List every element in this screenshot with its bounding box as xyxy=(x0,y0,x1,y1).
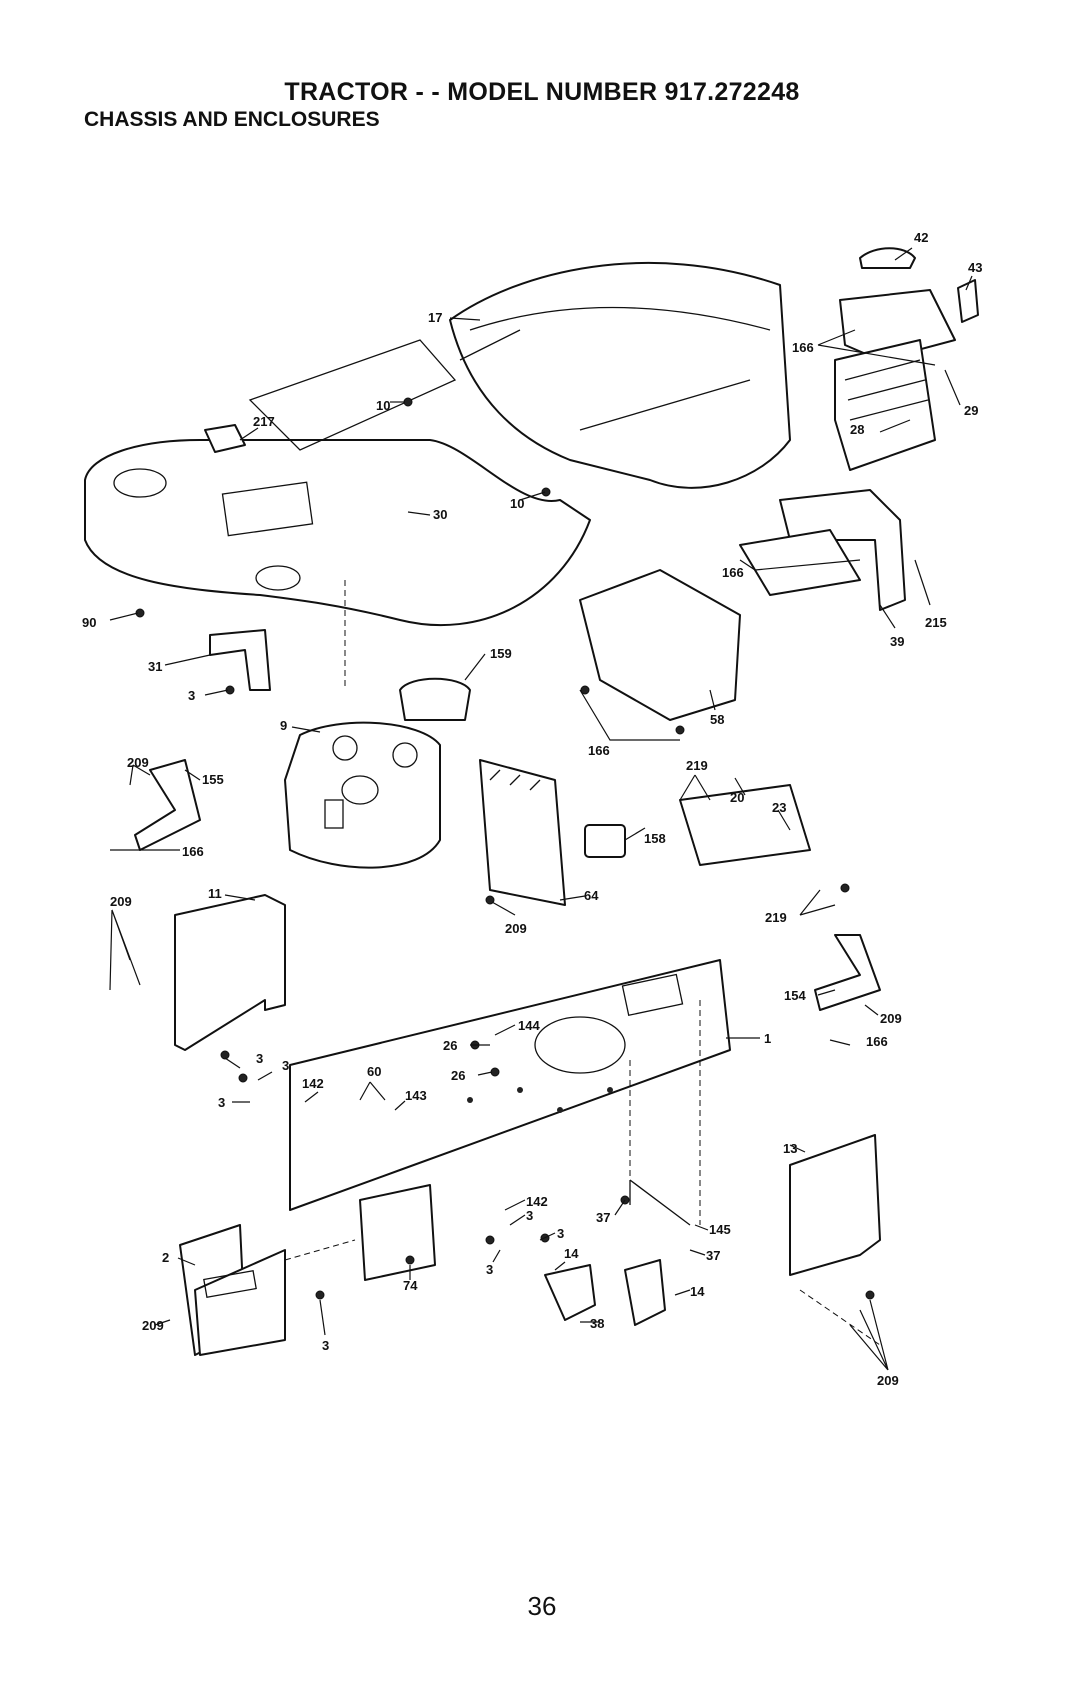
callout-3: 3 xyxy=(557,1226,564,1241)
bracket-158 xyxy=(585,825,625,857)
front-plate xyxy=(180,1225,285,1355)
callout-43: 43 xyxy=(968,260,982,275)
callout-209: 209 xyxy=(505,921,527,936)
callout-144: 144 xyxy=(518,1018,540,1033)
main-frame xyxy=(290,960,730,1210)
callout-158: 158 xyxy=(644,831,666,846)
callout-3: 3 xyxy=(486,1262,493,1277)
side-panel-11 xyxy=(175,895,285,1050)
callout-14: 14 xyxy=(690,1284,705,1299)
callout-38: 38 xyxy=(590,1316,604,1331)
callout-209: 209 xyxy=(142,1318,164,1333)
callout-3: 3 xyxy=(256,1051,263,1066)
callout-142: 142 xyxy=(526,1194,548,1209)
rod-145 xyxy=(630,1180,690,1225)
side-panel-13 xyxy=(790,1135,880,1275)
callout-37: 37 xyxy=(596,1210,610,1225)
callout-42: 42 xyxy=(914,230,928,245)
callout-215: 215 xyxy=(925,615,947,630)
callout-159: 159 xyxy=(490,646,512,661)
callout-60: 60 xyxy=(367,1064,381,1079)
rear-bracket xyxy=(740,490,905,610)
callout-64: 64 xyxy=(584,888,599,903)
callout-154: 154 xyxy=(784,988,806,1003)
bracket-38a xyxy=(545,1265,595,1320)
plate-20 xyxy=(680,785,810,865)
callout-3: 3 xyxy=(322,1338,329,1353)
bracket-154 xyxy=(815,935,880,1010)
callout-209: 209 xyxy=(110,894,132,909)
callout-217: 217 xyxy=(253,414,275,429)
callout-31: 31 xyxy=(148,659,162,674)
bracket-38b xyxy=(625,1260,665,1325)
shroud xyxy=(580,570,740,720)
steering-bracket xyxy=(480,760,565,905)
callout-17: 17 xyxy=(428,310,442,325)
hood xyxy=(450,263,790,488)
callout-166: 166 xyxy=(722,565,744,580)
callout-28: 28 xyxy=(850,422,864,437)
bracket-31 xyxy=(210,630,270,690)
callout-166: 166 xyxy=(182,844,204,859)
callout-29: 29 xyxy=(964,403,978,418)
plate-74 xyxy=(360,1185,435,1280)
page-number: 36 xyxy=(0,1591,1084,1622)
callout-10: 10 xyxy=(510,496,524,511)
callout-219: 219 xyxy=(765,910,787,925)
callout-166: 166 xyxy=(866,1034,888,1049)
callout-1: 1 xyxy=(764,1031,771,1046)
callout-90: 90 xyxy=(82,615,96,630)
callout-3: 3 xyxy=(282,1058,289,1073)
callout-166: 166 xyxy=(588,743,610,758)
callout-143: 143 xyxy=(405,1088,427,1103)
dash-panel xyxy=(285,723,440,868)
callout-3: 3 xyxy=(526,1208,533,1223)
callout-13: 13 xyxy=(783,1141,797,1156)
callout-11: 11 xyxy=(208,886,222,901)
callout-142: 142 xyxy=(302,1076,324,1091)
callout-14: 14 xyxy=(564,1246,579,1261)
callout-9: 9 xyxy=(280,718,287,733)
callout-2: 2 xyxy=(162,1250,169,1265)
callout-3: 3 xyxy=(188,688,195,703)
callout-30: 30 xyxy=(433,507,447,522)
callout-23: 23 xyxy=(772,800,786,815)
callout-26: 26 xyxy=(451,1068,465,1083)
callout-37: 37 xyxy=(706,1248,720,1263)
callout-74: 74 xyxy=(403,1278,418,1293)
callout-209: 209 xyxy=(877,1373,899,1388)
callout-145: 145 xyxy=(709,1222,731,1237)
callout-20: 20 xyxy=(730,790,744,805)
callout-58: 58 xyxy=(710,712,724,727)
callout-209: 209 xyxy=(880,1011,902,1026)
callout-166: 166 xyxy=(792,340,814,355)
callout-209: 209 xyxy=(127,755,149,770)
callout-3: 3 xyxy=(218,1095,225,1110)
callout-219: 219 xyxy=(686,758,708,773)
battery-tray xyxy=(400,679,470,720)
callout-155: 155 xyxy=(202,772,224,787)
callout-39: 39 xyxy=(890,634,904,649)
callout-26: 26 xyxy=(443,1038,457,1053)
callout-10: 10 xyxy=(376,398,390,413)
